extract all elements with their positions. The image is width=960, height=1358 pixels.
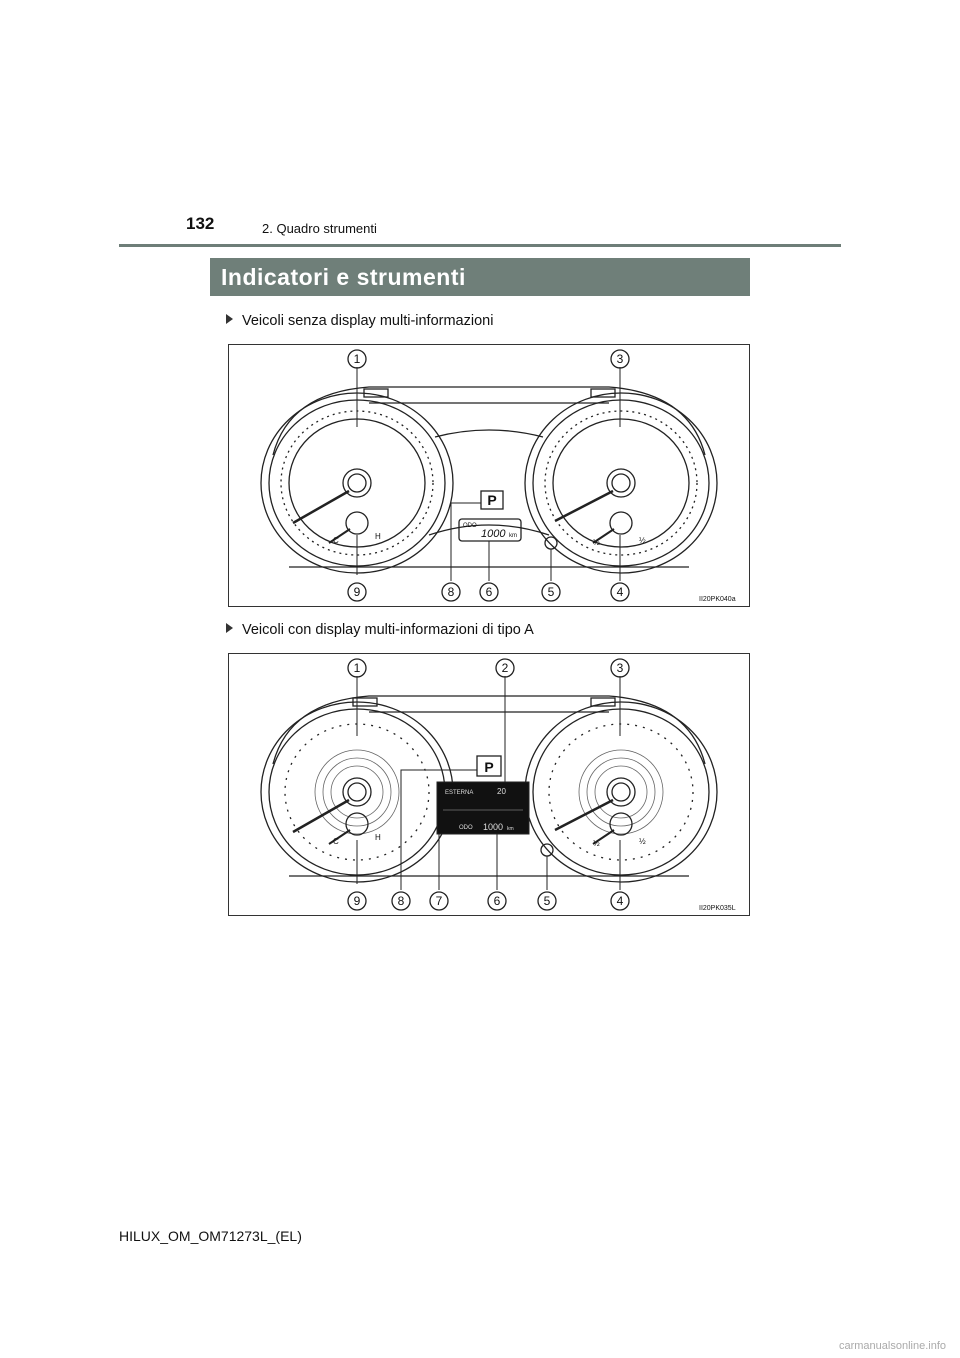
left-needle <box>292 489 350 525</box>
callout-1: 1 <box>354 352 361 366</box>
shift-box <box>480 490 504 510</box>
figure-1-code: II20PK040a <box>699 596 736 603</box>
cold-label: C <box>333 536 339 545</box>
callout-8b: 8 <box>398 894 405 908</box>
shift-indicator-2: P <box>484 759 493 775</box>
outside-temp-value: 20 <box>497 787 506 796</box>
figure-2-caption-text: Veicoli con display multi-informazioni d… <box>242 622 534 638</box>
outside-temp-label: ESTERNA <box>445 790 473 796</box>
shift-indicator: P <box>487 492 496 508</box>
footer-doc-code: HILUX_OM_OM71273L_(EL) <box>119 1228 302 1244</box>
odo-unit-2: km <box>507 826 514 832</box>
figure-2-code: II20PK035L <box>699 905 736 912</box>
callout-5: 5 <box>548 585 555 599</box>
callout-3: 3 <box>617 352 624 366</box>
right-needle <box>554 489 614 523</box>
right-dial-outer <box>524 392 718 574</box>
callout-5b: 5 <box>544 894 551 908</box>
instrument-cluster-illustration-2: P ESTERNA 20 ODO 1000 km C H ½ ½ 1 2 3 9… <box>260 658 736 912</box>
callout-6: 6 <box>486 585 493 599</box>
section-title: Indicatori e strumenti <box>210 258 750 296</box>
callout-3b: 3 <box>617 661 624 675</box>
right-dial-hub <box>606 468 636 498</box>
odometer-box <box>458 518 522 542</box>
callout-8: 8 <box>448 585 455 599</box>
callout-4: 4 <box>617 585 624 599</box>
odo-value-2: 1000 <box>483 822 503 832</box>
cold-label-2: C <box>333 837 339 846</box>
bullet-triangle-icon <box>226 623 233 633</box>
hot-label: H <box>375 532 381 541</box>
odo-value: 1000 <box>481 528 506 540</box>
left-dial-hub <box>342 468 372 498</box>
multi-info-display <box>436 781 530 835</box>
fuel-half-left: ½ <box>593 538 600 547</box>
bullet-triangle-icon <box>226 314 233 324</box>
callout-7b: 7 <box>436 894 443 908</box>
shift-box-2 <box>476 755 502 777</box>
chapter-title: 2. Quadro strumenti <box>262 221 377 236</box>
fuel-half-right: ½ <box>639 536 646 545</box>
header-divider <box>119 244 841 247</box>
fuel-half-left-2: ½ <box>593 839 600 848</box>
odo-label: ODO <box>463 523 477 529</box>
callout-6b: 6 <box>494 894 501 908</box>
figure-1-cluster-no-mid: P ODO 1000 km C H ½ ½ 1 3 9 8 6 5 4 II20… <box>228 344 750 607</box>
page-number: 132 <box>186 214 215 233</box>
callout-2b: 2 <box>502 661 509 675</box>
temp-gauge-hub <box>345 511 369 535</box>
trip-reset-knob <box>544 536 558 550</box>
figure-1-caption: Veicoli senza display multi-informazioni <box>226 313 493 329</box>
watermark: carmanualsonline.info <box>838 1340 946 1352</box>
cluster-hood-outline <box>272 386 706 456</box>
callout-9: 9 <box>354 585 361 599</box>
callout-4b: 4 <box>617 894 624 908</box>
callout-1b: 1 <box>354 661 361 675</box>
figure-2-cluster-mid-type-a: P ESTERNA 20 ODO 1000 km C H ½ ½ 1 2 3 9… <box>228 653 750 916</box>
odo-label-2: ODO <box>459 825 473 831</box>
hot-label-2: H <box>375 833 381 842</box>
callout-9b: 9 <box>354 894 361 908</box>
fuel-gauge-hub <box>609 511 633 535</box>
figure-2-caption: Veicoli con display multi-informazioni d… <box>226 622 534 638</box>
odo-unit: km <box>509 533 517 539</box>
figure-1-caption-text: Veicoli senza display multi-informazioni <box>242 313 494 329</box>
right-dial-scale <box>544 410 698 556</box>
fuel-half-right-2: ½ <box>639 837 646 846</box>
instrument-cluster-illustration-1: P ODO 1000 km C H ½ ½ 1 3 9 8 6 5 4 II20… <box>260 349 736 603</box>
